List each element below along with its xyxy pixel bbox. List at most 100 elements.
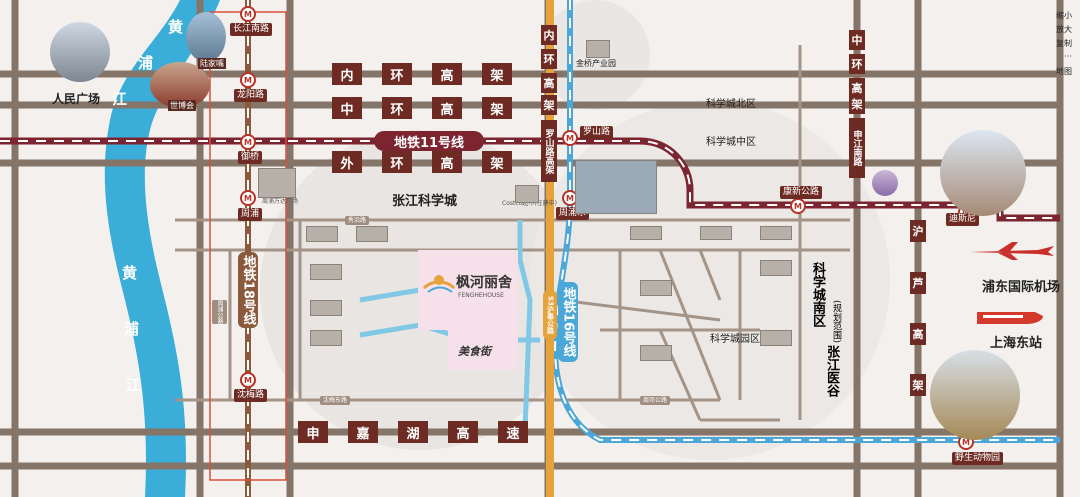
huangpu-river (104, 0, 220, 497)
river-label-pu: 浦 (138, 54, 154, 72)
river-label-huang2: 黄 (122, 264, 138, 282)
zhangjiang-label: 张江科学城 (392, 194, 458, 209)
airport-label: 浦东国际机场 (982, 280, 1061, 295)
poi-thumb-8 (760, 226, 792, 240)
metro-icon-longyang: M (240, 72, 256, 88)
poi-thumb-7 (700, 226, 732, 240)
science-park-label: 科学城园区 (710, 334, 760, 345)
costco-label: Costco超市(在建中) (502, 200, 557, 207)
poi-thumb-10 (760, 260, 792, 276)
river-label-jiang2: 江 (126, 376, 142, 394)
expo-label: 世博会 (168, 100, 196, 111)
poi-thumb-3 (310, 264, 342, 280)
huluan-1: 沪 (910, 220, 926, 242)
wanda-label: 周浦万达广场 (262, 198, 299, 205)
line11-badge: 地铁11号线 (374, 131, 484, 151)
road-tag-zhoupu: 周邓公路 (640, 396, 671, 405)
line18-badge: 地铁18号线 (238, 252, 258, 328)
copy-control[interactable]: 复制 (1056, 39, 1072, 48)
s3-badge-text: S3沪奉公路 (546, 296, 555, 334)
shenjia-4: 高 (448, 421, 478, 443)
river-label-huang: 黄 (168, 18, 184, 36)
outer-ring-4: 架 (482, 151, 512, 173)
zhonghuan-v-4: 架 (849, 94, 865, 114)
middle-ring-3: 高 (432, 97, 462, 119)
station-longyang[interactable]: 龙阳路 (234, 89, 268, 102)
station-luoshan[interactable]: 罗山路 (580, 126, 614, 139)
line18-badge-text: 地铁18号线 (240, 254, 256, 326)
metro-icon-changjiang: M (240, 6, 256, 22)
station-wildlife[interactable]: 野生动物园 (952, 452, 1004, 465)
costco-building (515, 185, 539, 203)
poi-thumb-2 (356, 226, 388, 242)
science-middle-label: 科学城中区 (706, 137, 756, 148)
station-yuqiao[interactable]: 御桥 (238, 151, 263, 164)
middle-ring-4: 架 (482, 97, 512, 119)
outer-ring-3: 高 (432, 151, 462, 173)
huluan-3: 高 (910, 323, 926, 345)
people-square-label: 人民广场 (52, 92, 101, 106)
more-control[interactable]: ··· (1064, 52, 1072, 61)
shenjiang-road-label: 申江南路 (849, 118, 865, 178)
luoshan-road-label: 罗山路高架 (541, 120, 557, 182)
wanda-building (258, 168, 296, 198)
zhonghuan-v-3: 高 (849, 78, 865, 98)
sun-logo-icon (422, 275, 456, 293)
zoom-out-control[interactable]: 缩小 (1056, 11, 1072, 20)
station-shenmei[interactable]: 沈梅路 (234, 389, 268, 402)
lujiazui-label: 陆家嘴 (198, 58, 226, 69)
airplane-icon (968, 240, 1056, 262)
huluan-4: 架 (910, 374, 926, 396)
station-disney[interactable]: 迪斯尼 (946, 213, 980, 226)
river-label-pu2: 浦 (124, 320, 140, 338)
shenjia-5: 速 (498, 421, 528, 443)
zoom-in-control[interactable]: 放大 (1056, 25, 1072, 34)
zhangjiang-medical-label: 张江医谷 (824, 345, 839, 397)
disney-photo (940, 130, 1026, 216)
poi-thumb-1 (306, 226, 338, 242)
metro-icon-zhoupu: M (240, 190, 256, 206)
luoshan-inner-2: 环 (541, 49, 557, 69)
train-icon (975, 308, 1045, 328)
poi-thumb-11 (640, 345, 672, 361)
science-south-plan: (规划范围) (831, 300, 841, 344)
metro-icon-luoshan: M (562, 130, 578, 146)
station-changjiang[interactable]: 长江南路 (230, 23, 273, 36)
jinqiao-building (586, 40, 610, 58)
s3-badge: S3沪奉公路 (543, 290, 557, 340)
shenjia-2: 嘉 (348, 421, 378, 443)
inner-ring-1: 内 (332, 63, 362, 85)
people-square-photo (50, 22, 110, 82)
east-station-label: 上海东站 (990, 336, 1043, 351)
station-kangxin[interactable]: 康新公路 (780, 186, 823, 199)
project-en: FENGHEHOUSE (458, 292, 504, 299)
poi-thumb-6 (630, 226, 662, 240)
luoshan-inner-1: 内 (541, 25, 557, 45)
outer-ring-2: 环 (382, 151, 412, 173)
zhonghuan-v-1: 中 (849, 30, 865, 50)
science-zone-bg (530, 100, 890, 460)
middle-ring-2: 环 (382, 97, 412, 119)
middle-ring-1: 中 (332, 97, 362, 119)
outer-ring-1: 外 (332, 151, 362, 173)
disney-small-photo (872, 170, 898, 196)
zhoupudong-towers (575, 160, 657, 214)
road-tag-zhoushan: 周浦公路 (212, 300, 227, 324)
science-north-label: 科学城北区 (706, 99, 756, 110)
line16-badge: 地铁16号线 (558, 282, 578, 362)
station-zhoupu[interactable]: 周浦 (238, 208, 263, 221)
shenjia-3: 湖 (398, 421, 428, 443)
metro-icon-yuqiao: M (240, 134, 256, 150)
inner-ring-2: 环 (382, 63, 412, 85)
lujiazui-photo (186, 12, 226, 62)
shenjia-1: 申 (298, 421, 328, 443)
luoshan-inner-3: 高 (541, 73, 557, 93)
project-name: 枫河丽舍 (456, 275, 512, 291)
project-logo (422, 270, 456, 298)
poi-thumb-5 (310, 330, 342, 346)
road-tag-shenmei: 沈梅东路 (320, 396, 351, 405)
project-area (418, 250, 518, 330)
map-mode-control[interactable]: 地图 (1056, 67, 1072, 76)
luoshan-inner-4: 架 (541, 95, 557, 115)
